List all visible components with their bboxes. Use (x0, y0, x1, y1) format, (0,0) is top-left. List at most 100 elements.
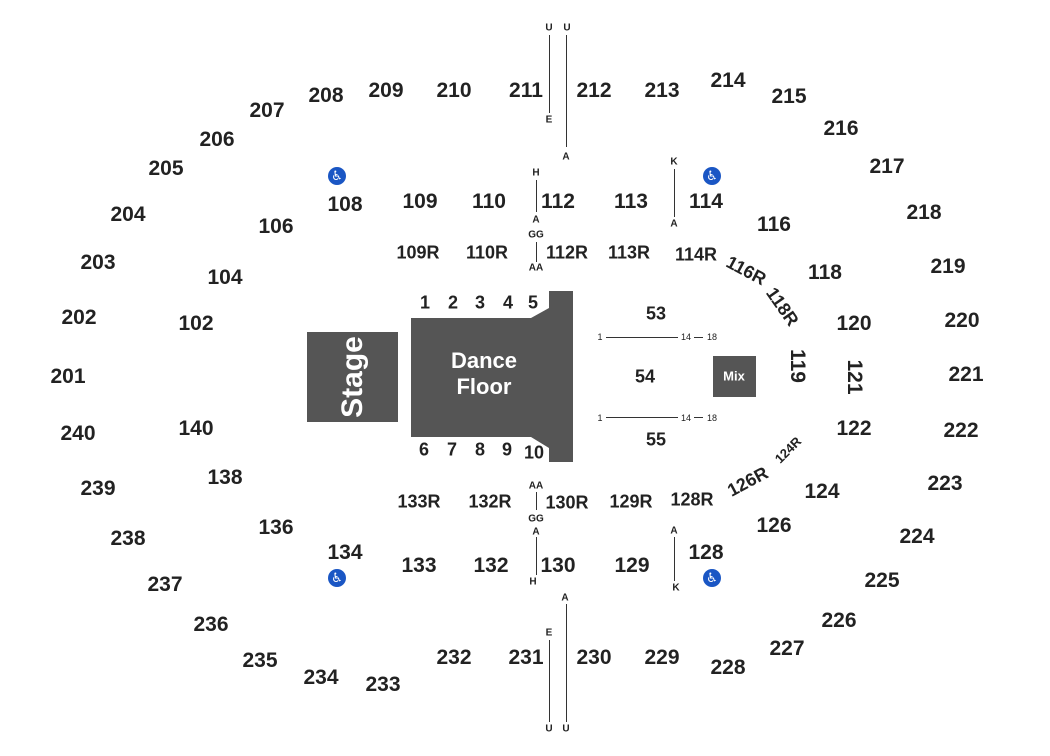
section-106[interactable]: 106 (258, 215, 294, 238)
section-113[interactable]: 113 (614, 190, 648, 213)
section-109r[interactable]: 109R (396, 242, 440, 263)
section-206[interactable]: 206 (199, 128, 235, 151)
section-225[interactable]: 225 (864, 569, 900, 592)
section-219[interactable]: 219 (930, 255, 966, 278)
section-102[interactable]: 102 (178, 312, 214, 335)
section-239[interactable]: 239 (80, 477, 116, 500)
section-238[interactable]: 238 (110, 527, 146, 550)
floor-section-9[interactable]: 9 (501, 439, 513, 460)
section-210[interactable]: 210 (436, 79, 472, 102)
floor-section-2[interactable]: 2 (447, 292, 459, 313)
section-112[interactable]: 112 (541, 190, 575, 213)
section-133r[interactable]: 133R (397, 491, 441, 512)
section-202[interactable]: 202 (61, 306, 97, 329)
section-114r[interactable]: 114R (674, 244, 718, 265)
section-110[interactable]: 110 (472, 190, 506, 213)
row-label: K (672, 582, 680, 594)
section-227[interactable]: 227 (769, 637, 805, 660)
section-132[interactable]: 132 (473, 554, 509, 577)
section-132r[interactable]: 132R (468, 491, 512, 512)
row-label: U (563, 22, 571, 34)
floor-row-line (606, 337, 678, 338)
floor-section-3[interactable]: 3 (474, 292, 486, 313)
floor-section-54[interactable]: 54 (634, 366, 656, 387)
section-240[interactable]: 240 (60, 422, 96, 445)
section-128r[interactable]: 128R (670, 489, 714, 510)
section-215[interactable]: 215 (771, 85, 807, 108)
section-220[interactable]: 220 (944, 309, 980, 332)
floor-section-6[interactable]: 6 (418, 439, 430, 460)
row-label: A (532, 526, 540, 538)
section-113r[interactable]: 113R (607, 242, 651, 263)
dance-floor-label-line2: Floor (456, 374, 512, 399)
floor-section-7[interactable]: 7 (446, 439, 458, 460)
section-226[interactable]: 226 (821, 609, 857, 632)
section-116[interactable]: 116 (757, 213, 791, 236)
section-201[interactable]: 201 (50, 365, 86, 388)
section-136[interactable]: 136 (258, 516, 294, 539)
floor-section-55[interactable]: 55 (645, 429, 667, 450)
section-223[interactable]: 223 (927, 472, 963, 495)
section-229[interactable]: 229 (644, 646, 680, 669)
section-214[interactable]: 214 (710, 69, 746, 92)
section-138[interactable]: 138 (207, 466, 243, 489)
floor-section-1[interactable]: 1 (419, 292, 431, 313)
section-209[interactable]: 209 (368, 79, 404, 102)
aisle-line (566, 604, 567, 722)
row-label: AA (528, 262, 544, 274)
section-218[interactable]: 218 (906, 201, 942, 224)
section-232[interactable]: 232 (436, 646, 472, 669)
floor-section-8[interactable]: 8 (474, 439, 486, 460)
section-114[interactable]: 114 (689, 190, 723, 213)
section-129[interactable]: 129 (614, 554, 650, 577)
section-233[interactable]: 233 (365, 673, 401, 696)
section-217[interactable]: 217 (869, 155, 905, 178)
section-228[interactable]: 228 (710, 656, 746, 679)
section-130[interactable]: 130 (540, 554, 576, 577)
section-204[interactable]: 204 (110, 203, 146, 226)
section-222[interactable]: 222 (943, 419, 979, 442)
section-110r[interactable]: 110R (465, 242, 509, 263)
mix-booth[interactable] (713, 356, 756, 397)
section-108[interactable]: 108 (327, 193, 363, 216)
section-133[interactable]: 133 (401, 554, 437, 577)
stage[interactable] (307, 332, 398, 422)
section-230[interactable]: 230 (576, 646, 612, 669)
section-109[interactable]: 109 (402, 190, 438, 213)
section-213[interactable]: 213 (644, 79, 680, 102)
section-236[interactable]: 236 (193, 613, 229, 636)
section-224[interactable]: 224 (899, 525, 935, 548)
section-118[interactable]: 118 (808, 261, 842, 284)
section-140[interactable]: 140 (178, 417, 214, 440)
section-120[interactable]: 120 (836, 312, 872, 335)
section-130r[interactable]: 130R (545, 492, 589, 513)
section-134[interactable]: 134 (327, 541, 363, 564)
section-221[interactable]: 221 (948, 363, 984, 386)
section-128[interactable]: 128 (688, 541, 724, 564)
row-label: A (670, 218, 678, 230)
section-234[interactable]: 234 (303, 666, 339, 689)
section-124[interactable]: 124 (804, 480, 840, 503)
section-207[interactable]: 207 (249, 99, 285, 122)
section-104[interactable]: 104 (207, 266, 243, 289)
section-216[interactable]: 216 (823, 117, 859, 140)
section-121[interactable]: 121 (843, 359, 866, 395)
section-122[interactable]: 122 (836, 417, 872, 440)
section-212[interactable]: 212 (576, 79, 612, 102)
section-208[interactable]: 208 (308, 84, 344, 107)
floor-section-10[interactable]: 10 (523, 442, 545, 463)
section-203[interactable]: 203 (80, 251, 116, 274)
floor-section-5[interactable]: 5 (527, 292, 539, 313)
section-112r[interactable]: 112R (545, 242, 589, 263)
section-205[interactable]: 205 (148, 157, 184, 180)
section-129r[interactable]: 129R (609, 491, 653, 512)
section-119[interactable]: 119 (786, 349, 809, 383)
section-231[interactable]: 231 (508, 646, 544, 669)
floor-section-4[interactable]: 4 (502, 292, 514, 313)
section-235[interactable]: 235 (242, 649, 278, 672)
section-237[interactable]: 237 (147, 573, 183, 596)
section-211[interactable]: 211 (509, 79, 543, 102)
floor-section-53[interactable]: 53 (645, 303, 667, 324)
section-126[interactable]: 126 (756, 514, 792, 537)
